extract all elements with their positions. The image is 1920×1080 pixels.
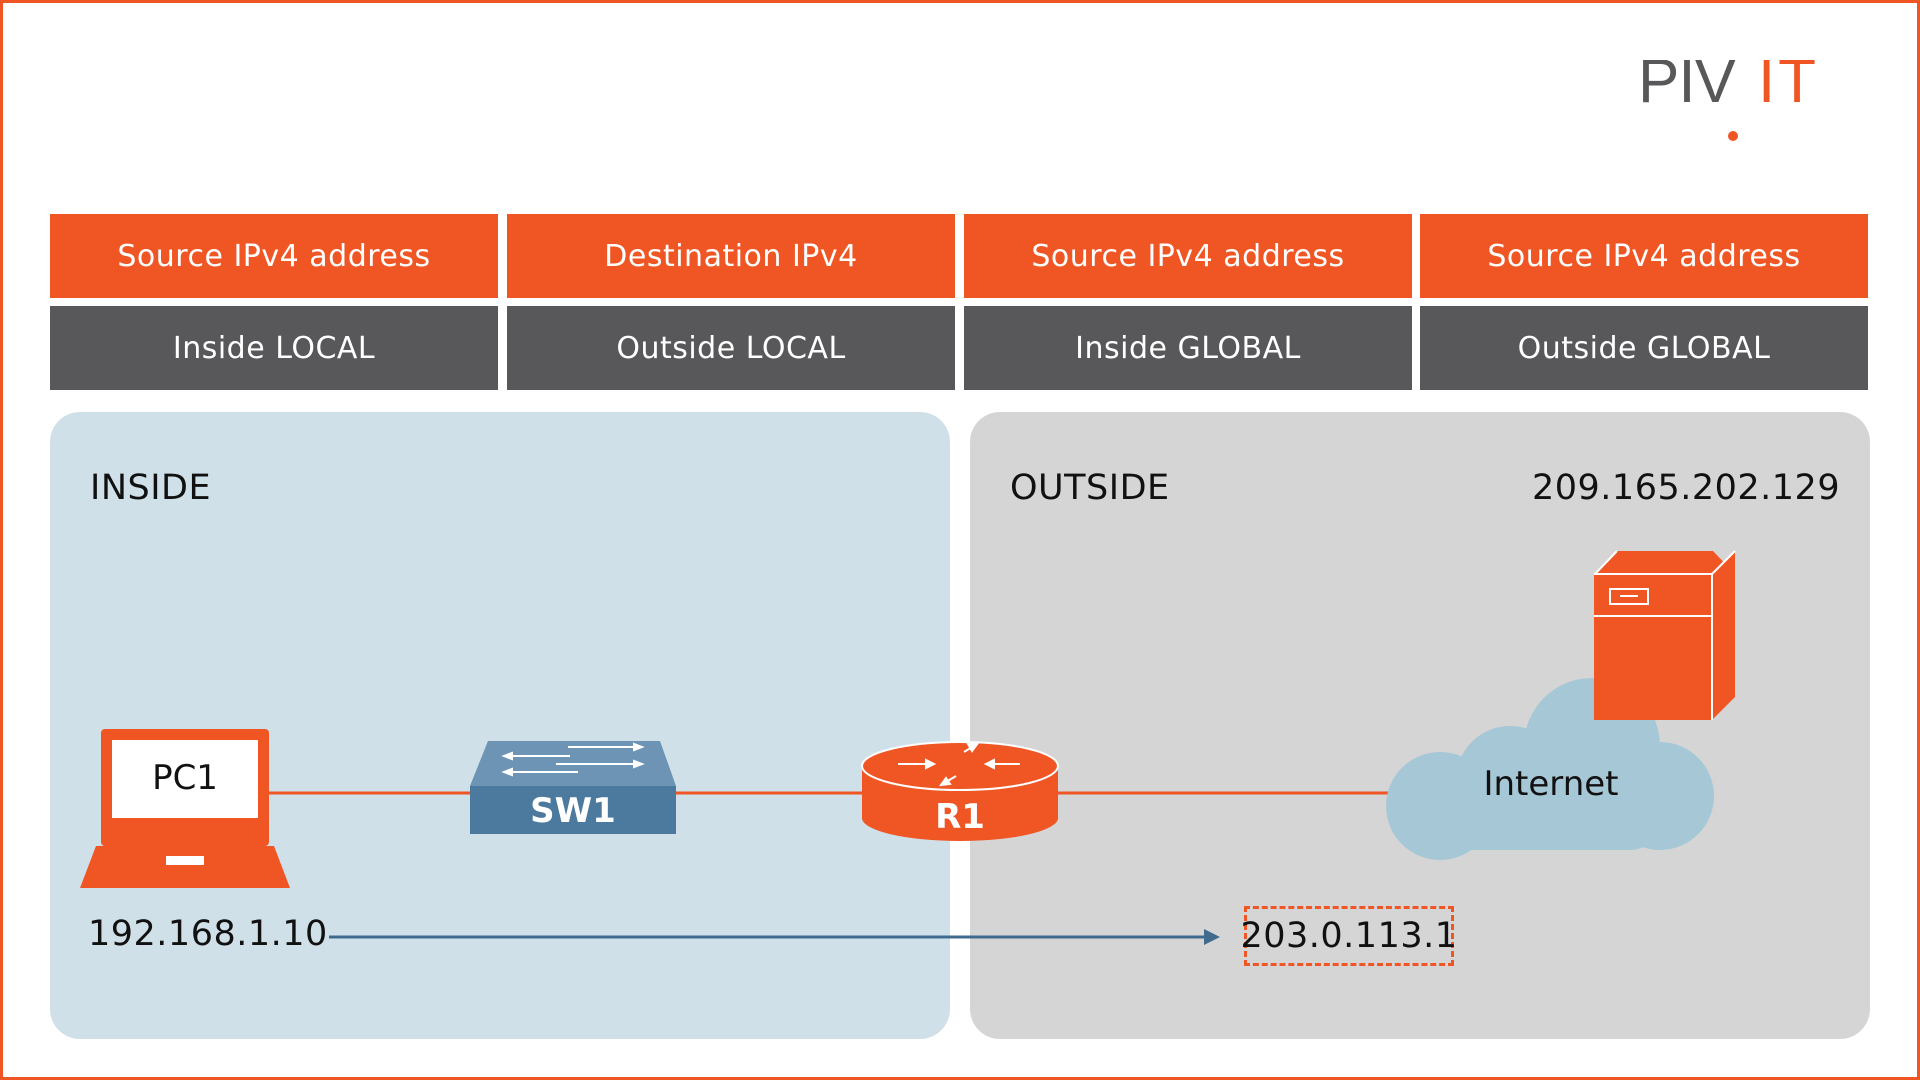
inside-zone-label: INSIDE: [90, 468, 212, 508]
logo-text-left: PIV: [1638, 60, 1744, 116]
logo-text-right: IT: [1758, 60, 1824, 116]
header-top-4: Source IPv4 address: [1420, 214, 1868, 298]
header-top-3: Source IPv4 address: [964, 214, 1412, 298]
translated-ip-box: 203.0.113.1: [1240, 906, 1457, 966]
outside-zone: [970, 412, 1870, 1039]
sw1-label: SW1: [530, 791, 616, 831]
pivit-logo: PIV IT: [1638, 60, 1824, 141]
header-bottom-inside-local: Inside LOCAL: [50, 306, 498, 390]
laptop-icon: [80, 729, 290, 888]
header-top-2: Destination IPv4: [507, 214, 955, 298]
pc-ip-label: 192.168.1.10: [88, 914, 328, 954]
header-bottom-outside-local: Outside LOCAL: [507, 306, 955, 390]
switch-icon: [470, 741, 676, 834]
server-ip-label: 209.165.202.129: [1532, 468, 1841, 508]
r1-label: R1: [935, 797, 985, 837]
router-icon: [861, 741, 1059, 841]
pc1-label: PC1: [152, 758, 218, 798]
header-bottom-outside-global: Outside GLOBAL: [1420, 306, 1868, 390]
server-icon: [1594, 550, 1736, 720]
translation-arrow: [329, 929, 1220, 945]
translated-ip-label: 203.0.113.1: [1240, 916, 1458, 956]
header-bottom-inside-global: Inside GLOBAL: [964, 306, 1412, 390]
logo-dot: [1728, 131, 1738, 141]
internet-label: Internet: [1483, 764, 1619, 804]
inside-zone: [50, 412, 950, 1039]
outside-zone-label: OUTSIDE: [1010, 468, 1170, 508]
cloud-icon: [1386, 678, 1714, 860]
header-top-1: Source IPv4 address: [50, 214, 498, 298]
